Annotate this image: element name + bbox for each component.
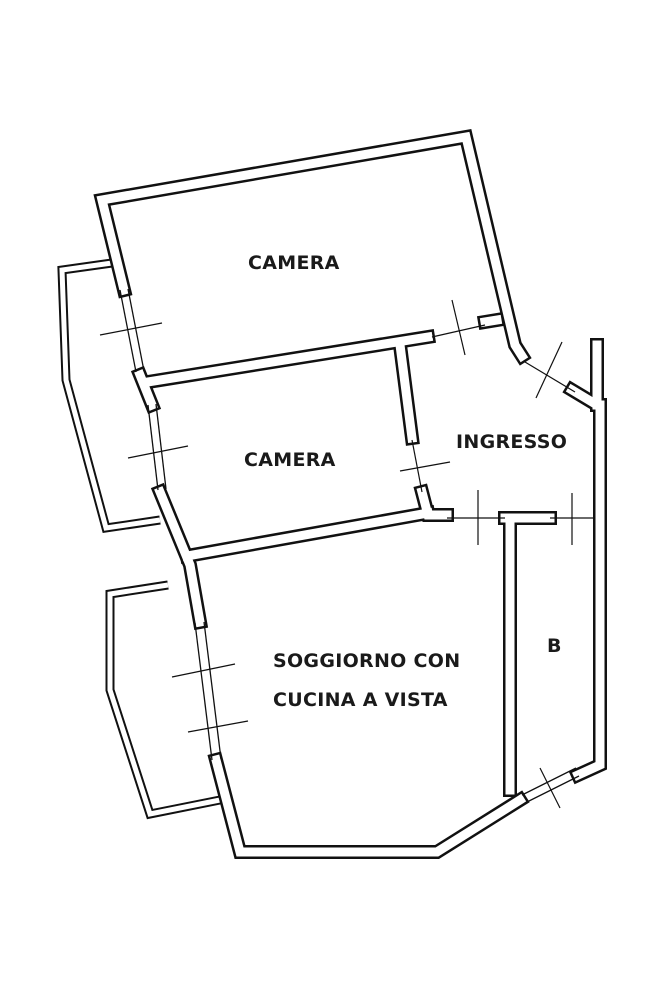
wall-segment-inner <box>181 507 434 562</box>
wall-segment-inner <box>210 754 527 857</box>
windows <box>119 288 580 804</box>
walls <box>93 128 607 859</box>
room-label-bagno: B <box>547 635 562 657</box>
wall-segment <box>93 128 532 366</box>
balcony-lower <box>105 580 221 820</box>
room-label-soggiorno-line2: CUCINA A VISTA <box>273 689 448 711</box>
wall-segment <box>207 751 530 859</box>
room-label-soggiorno-line1: SOGGIORNO CON <box>273 650 460 672</box>
wall-segment-inner <box>96 131 529 363</box>
doors <box>99 299 595 809</box>
balcony-upper <box>57 258 161 534</box>
wall-segment-inner <box>479 314 503 328</box>
wall-segment-inner <box>142 331 434 388</box>
wall-segment-inner <box>565 383 604 412</box>
room-label-ingresso: INGRESSO <box>456 431 567 453</box>
room-label-camera-middle: CAMERA <box>244 449 336 471</box>
wall-segment-inner <box>134 369 158 411</box>
room-label-camera-top: CAMERA <box>248 252 340 274</box>
wall-segment-inner <box>394 339 418 444</box>
wall-segment-inner <box>154 486 206 628</box>
